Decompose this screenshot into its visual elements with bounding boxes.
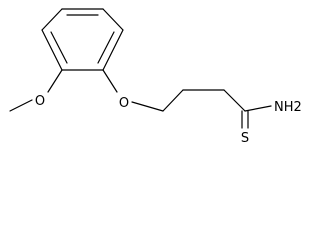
chain-bond-4: [223, 89, 246, 112]
ring-to-methoxy-oxygen-bond: [47, 69, 63, 93]
ring-to-ether-oxygen-bond: [102, 69, 118, 93]
ether-oxygen-label: O: [119, 96, 129, 111]
amine-label: NH2: [274, 100, 302, 115]
thioamide-group: NH2 S: [241, 100, 302, 146]
carbon-to-amine-bond: [244, 105, 272, 112]
alkyl-ether-chain: O: [102, 69, 246, 112]
ring-inner-double-bond-left: [50, 31, 68, 64]
sulfur-label: S: [241, 131, 249, 146]
chain-bond-2: [162, 89, 184, 112]
ether-oxygen-to-chain-bond: [131, 101, 164, 112]
methoxy-oxygen-label: O: [35, 94, 45, 109]
methoxy-group: O: [9, 69, 63, 112]
chemical-structure: O O NH2 S: [9, 8, 302, 146]
ring-bond-top-left: [41, 8, 63, 31]
ring-bond-left: [41, 29, 63, 71]
ring-inner-double-bond-right: [97, 31, 115, 64]
ring-bond-top-right: [102, 8, 124, 31]
benzene-ring: [41, 8, 124, 71]
ring-bond-right: [102, 29, 124, 71]
methoxy-oxygen-to-methyl-bond: [9, 99, 33, 112]
